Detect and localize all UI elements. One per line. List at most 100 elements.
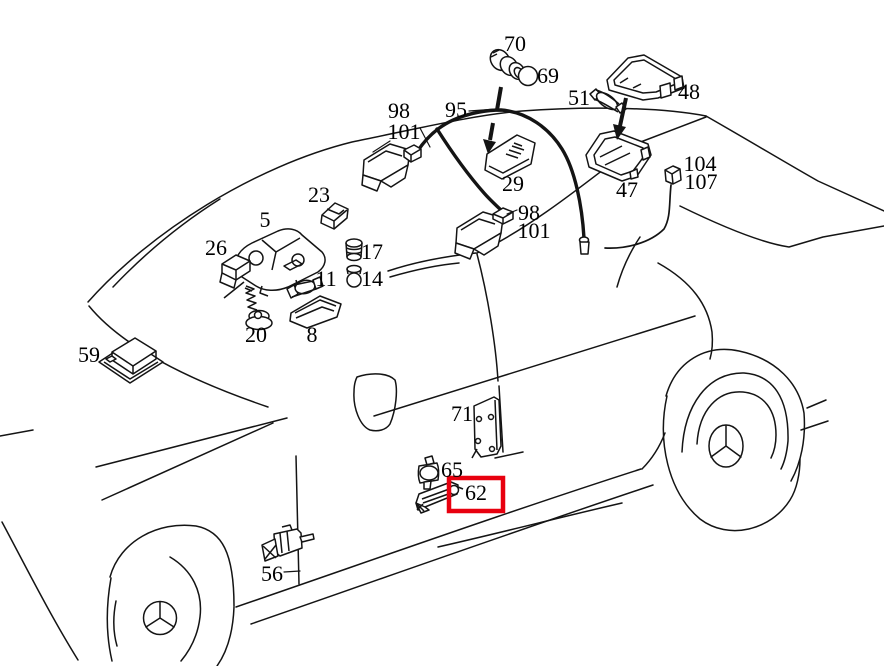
part-label-107[interactable]: 107 (685, 169, 718, 194)
rear-fender-line-2 (800, 420, 829, 431)
part-lamp-bracket-mid (454, 211, 504, 260)
rear-wheel-arch (665, 348, 806, 482)
part-label-20[interactable]: 20 (245, 322, 267, 347)
roof-silhouette (87, 107, 707, 303)
part-71-mounting-plate (471, 396, 502, 459)
door-sill-step (494, 451, 524, 459)
wiring (415, 108, 672, 255)
front-rim-arc-2 (113, 600, 118, 647)
door-front-edge (295, 455, 300, 585)
front-hub-star (145, 601, 175, 628)
leader-lines (283, 108, 518, 573)
part-label-8[interactable]: 8 (307, 322, 318, 347)
part-label-70[interactable]: 70 (504, 31, 526, 56)
part-label-104[interactable]: 104 (684, 151, 717, 176)
part-label-26[interactable]: 26 (205, 235, 227, 260)
part-label-101[interactable]: 101 (518, 218, 551, 243)
hood-line-1 (95, 417, 288, 468)
part-14-bulb (346, 264, 362, 288)
rear-hub-star (710, 425, 742, 458)
rocker-line-2 (250, 484, 654, 625)
part-51-festoon-bulb (589, 88, 627, 114)
part-20-screw (244, 285, 273, 331)
belt-line (373, 315, 696, 417)
part-104-107-connector (664, 165, 682, 185)
door-window-rear-edge (476, 253, 499, 382)
part-8-lens (289, 295, 342, 329)
part-label-69[interactable]: 69 (537, 63, 559, 88)
front-tire-right (216, 606, 235, 666)
part-label-101[interactable]: 101 (388, 119, 421, 144)
harness-95-branch (435, 127, 504, 213)
highlight-box-62 (446, 475, 506, 514)
part-47-dome-lamp (585, 130, 652, 182)
leader-98-101-front (419, 127, 431, 148)
part-label-65[interactable]: 65 (441, 457, 463, 482)
part-label-98[interactable]: 98 (388, 98, 410, 123)
part-17-bulb-socket (345, 238, 363, 262)
rear-rim-inner (696, 391, 777, 459)
harness-95 (415, 108, 586, 240)
part-label-14[interactable]: 14 (361, 266, 383, 291)
side-mirror (353, 373, 398, 432)
rear-hub (708, 424, 744, 468)
rear-rim-outer (681, 372, 789, 470)
rocker-line-1 (235, 468, 642, 608)
leader-95 (468, 108, 498, 112)
rear-arch-lip (641, 432, 666, 470)
part-label-51[interactable]: 51 (568, 85, 590, 110)
front-bumper-line (1, 521, 79, 661)
part-label-62-highlighted[interactable]: 62 (465, 480, 487, 505)
part-23-block (320, 202, 349, 230)
rear-window-edge (637, 116, 707, 144)
part-59-lamp-unit (98, 337, 164, 384)
parcel-shelf-line (679, 205, 884, 248)
rear-tire (662, 395, 801, 532)
part-98-101-connector-mid (492, 207, 514, 225)
c-pillar-line (705, 115, 884, 212)
part-label-48[interactable]: 48 (678, 79, 700, 104)
part-69-bulb (513, 65, 539, 87)
install-arrow-51-shaft (618, 97, 628, 127)
part-label-23[interactable]: 23 (308, 182, 330, 207)
part-lamp-bracket-front (361, 143, 411, 192)
part-70-bulb-socket (489, 48, 526, 81)
part-98-101-connector-front (403, 144, 422, 163)
harness-end-socket (578, 236, 590, 255)
part-label-71[interactable]: 71 (451, 401, 473, 426)
part-label-17[interactable]: 17 (361, 239, 383, 264)
leader-98-101-mid (506, 209, 518, 215)
part-label-47[interactable]: 47 (616, 177, 638, 202)
part-26-switch (219, 254, 251, 289)
install-arrow-70-shaft (495, 86, 503, 111)
highlight-layer (446, 475, 506, 514)
part-label-95[interactable]: 95 (445, 97, 467, 122)
car-body-outline (0, 107, 884, 666)
a-pillar-inner-line (112, 198, 221, 288)
part-65-festoon-bulb (417, 455, 440, 490)
install-arrow-51-head (613, 124, 626, 140)
part-label-59[interactable]: 59 (78, 342, 100, 367)
wire-104-107 (604, 184, 672, 249)
part-label-98[interactable]: 98 (518, 200, 540, 225)
quarter-panel-line (657, 262, 714, 360)
quarter-window-edge (616, 236, 641, 288)
part-62-entry-lamp (415, 481, 464, 514)
part-11-festoon-bulb (286, 276, 324, 299)
part-label-29[interactable]: 29 (502, 171, 524, 196)
part-label-11[interactable]: 11 (315, 266, 336, 291)
hood-line-2 (101, 422, 274, 501)
part-label-56[interactable]: 56 (261, 561, 283, 586)
part-label-5[interactable]: 5 (260, 207, 271, 232)
leader-56 (283, 570, 301, 573)
annotation-arrows (483, 86, 628, 154)
part-56-bulb-socket (261, 524, 315, 562)
door-shut-line (498, 385, 504, 453)
rocker-line-3 (437, 502, 623, 548)
part-48-lamp-housing (606, 54, 685, 101)
front-rim-arc (169, 556, 202, 662)
part-29-lens (484, 134, 536, 180)
